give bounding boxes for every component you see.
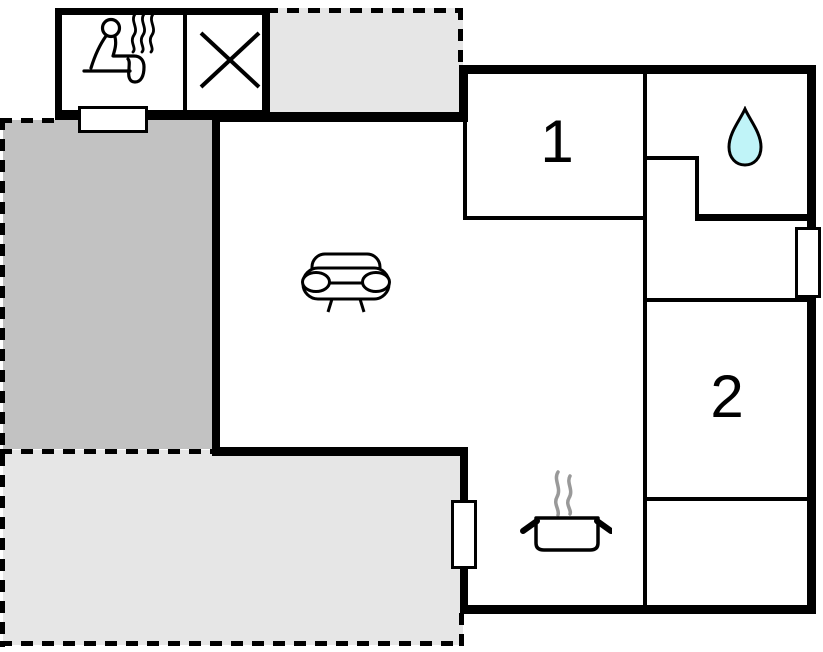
exterior-wall [807,65,816,614]
interior-wall [183,12,187,112]
exterior-wall [459,65,468,122]
window [451,500,477,569]
exterior-wall [212,112,220,455]
window [78,106,148,133]
interior-wall [645,298,809,302]
dashed-border [458,8,463,68]
exterior-wall [459,65,816,74]
exterior-wall [262,8,270,120]
interior-wall [643,156,699,160]
dashed-border [0,641,464,646]
room-2-label: 2 [710,363,744,430]
interior-wall [643,70,647,607]
exterior-wall [55,110,270,120]
exterior-wall [55,8,270,15]
dashed-border [0,118,55,123]
exterior-wall [55,8,62,120]
room-1-label: 1 [540,108,574,175]
interior-wall [463,216,647,220]
exterior-wall [460,605,816,614]
terrace-bottom [3,450,463,645]
interior-wall [695,214,812,221]
dashed-border [0,118,5,647]
terrace-left [3,120,212,449]
exterior-wall [212,112,467,122]
window [795,227,821,298]
dashed-border [459,613,464,646]
interior-wall [645,497,809,501]
interior-wall [695,156,699,220]
interior-wall [463,122,467,220]
exterior-wall [212,447,468,456]
dashed-border [0,449,212,454]
terrace-top [270,8,463,122]
dashed-border [266,8,463,13]
